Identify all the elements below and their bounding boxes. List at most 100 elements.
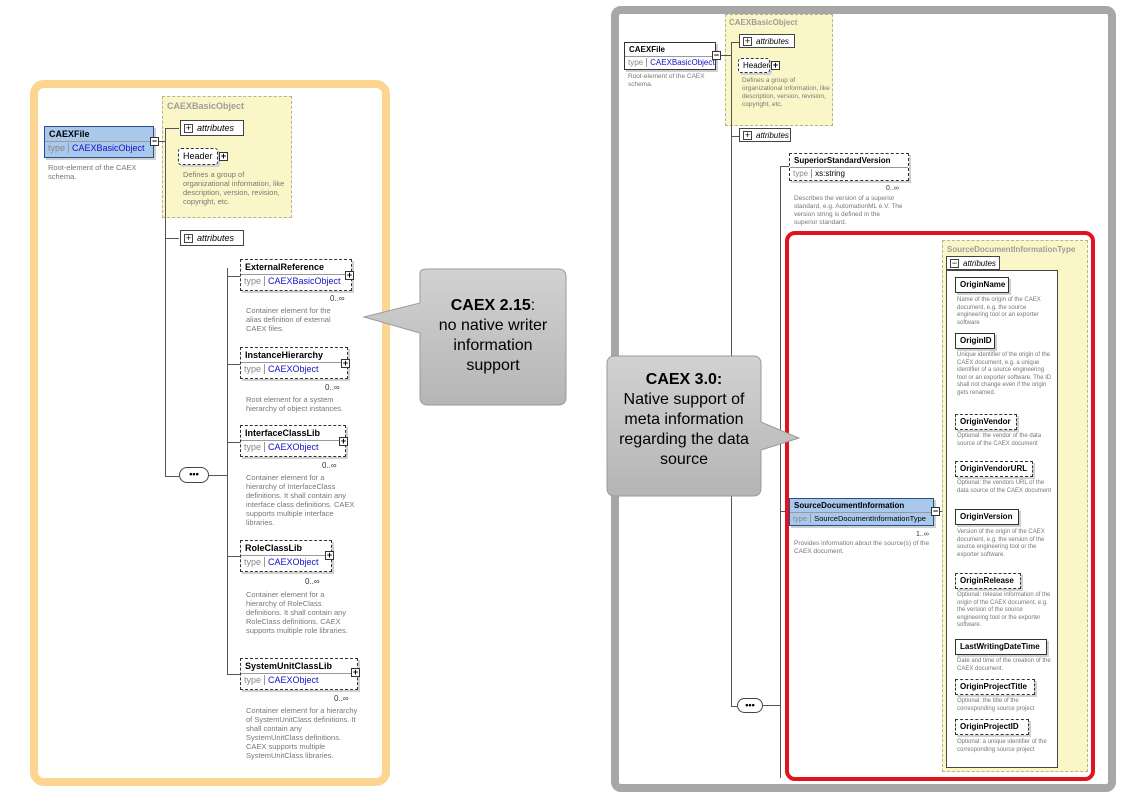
- header-element[interactable]: Header: [178, 148, 218, 165]
- element-description: Describes the version of a superior stan…: [794, 195, 903, 226]
- attributes-label: attributes: [197, 123, 235, 133]
- multiplicity: 0..∞: [322, 461, 337, 470]
- connector-line: [780, 166, 781, 778]
- attr-origin-vendor[interactable]: OriginVendor: [955, 414, 1017, 430]
- connector-line: [159, 141, 165, 142]
- expand-icon: +: [743, 130, 752, 140]
- attributes-label: attributes: [963, 259, 996, 268]
- attr-description: Name of the origin of the CAEX document,…: [957, 297, 1041, 326]
- attributes-box[interactable]: + attributes: [739, 128, 791, 142]
- attr-description: Date and time of the creation of the CAE…: [957, 658, 1051, 672]
- connector-line: [165, 128, 179, 129]
- expand-icon[interactable]: +: [341, 358, 350, 368]
- connector-line: [209, 475, 219, 476]
- multiplicity: 0..∞: [305, 577, 320, 586]
- connector-line: [731, 706, 737, 707]
- element-name: SourceDocumentInformation: [794, 501, 905, 510]
- attr-description: Optional: the vendor of the data source …: [957, 433, 1042, 447]
- connector-line: [227, 276, 240, 277]
- attr-description: Optional: release information of the ori…: [957, 592, 1051, 628]
- collapse-icon[interactable]: −: [931, 506, 940, 516]
- attr-description: Optional: the title of the corresponding…: [957, 698, 1035, 712]
- attr-origin-name[interactable]: OriginName: [955, 277, 1009, 293]
- header-name: Header: [743, 61, 770, 70]
- sequence-compositor[interactable]: •••: [737, 698, 763, 713]
- sequence-compositor[interactable]: •••: [179, 467, 209, 483]
- header-element[interactable]: Header: [738, 58, 770, 73]
- attr-description: Unique identifier of the origin of the C…: [957, 352, 1052, 396]
- expand-icon[interactable]: +: [345, 270, 354, 280]
- expand-icon[interactable]: +: [219, 151, 228, 161]
- attr-origin-project-id[interactable]: OriginProjectID: [955, 719, 1029, 735]
- attr-origin-release[interactable]: OriginRelease: [955, 573, 1021, 589]
- callout-bubble-left: [362, 268, 567, 406]
- element-description: Container element for a hierarchy of Rol…: [246, 590, 348, 635]
- element-name: ExternalReference: [245, 262, 325, 272]
- callout-right-line: source: [659, 451, 709, 468]
- collapse-icon[interactable]: −: [712, 50, 721, 60]
- callout-right-line: Native support of: [623, 391, 745, 408]
- expand-icon[interactable]: +: [339, 436, 348, 446]
- connector-line: [763, 705, 780, 706]
- expand-icon[interactable]: +: [325, 550, 334, 560]
- multiplicity: 1..∞: [916, 531, 929, 538]
- expand-icon: +: [184, 123, 193, 133]
- callout-left-line: information: [453, 337, 533, 354]
- attr-origin-version[interactable]: OriginVersion: [955, 509, 1019, 525]
- connector-line: [721, 55, 731, 56]
- connector-line: [227, 556, 240, 557]
- connector-line: [227, 674, 240, 675]
- element-name: RoleClassLib: [245, 543, 303, 553]
- expand-icon[interactable]: +: [771, 60, 780, 70]
- expand-icon[interactable]: +: [351, 667, 360, 677]
- attributes-box[interactable]: + attributes: [739, 34, 795, 48]
- element-description: Container element for a hierarchy of Int…: [246, 473, 355, 527]
- attributes-box[interactable]: + attributes: [180, 120, 244, 136]
- caex-file-name: CAEXFile: [629, 45, 666, 54]
- multiplicity: 0..∞: [334, 694, 349, 703]
- sdi-type-title: SourceDocumentInformationType: [947, 245, 1076, 254]
- connector-line: [731, 136, 739, 137]
- sdi-attributes-box[interactable]: − attributes: [946, 256, 1000, 270]
- basic-object-title: CAEXBasicObject: [167, 101, 245, 111]
- header-description: Defines a group of organizational inform…: [742, 77, 830, 108]
- caex-file-description: Root-element of the CAEX schema.: [628, 73, 705, 88]
- expand-icon: +: [743, 36, 752, 46]
- element-description: Container element for the alias definiti…: [246, 306, 331, 333]
- element-description: Provides information about the source(s)…: [794, 540, 930, 555]
- caex-file-name: CAEXFile: [49, 129, 90, 139]
- element-name: InterfaceClassLib: [245, 428, 321, 438]
- collapse-icon[interactable]: −: [150, 136, 159, 146]
- attr-origin-project-title[interactable]: OriginProjectTitle: [955, 679, 1035, 695]
- element-name: InstanceHierarchy: [245, 350, 324, 360]
- callout-left-line: no native writer: [438, 317, 548, 334]
- attr-last-writing-date-time[interactable]: LastWritingDateTime: [955, 639, 1047, 655]
- element-description: Container element for a hierarchy of Sys…: [246, 706, 358, 760]
- attr-origin-id[interactable]: OriginID: [955, 333, 995, 349]
- connector-line: [227, 442, 240, 443]
- callout-right-title: CAEX 3.0:: [645, 371, 723, 388]
- attributes-label: attributes: [197, 233, 235, 243]
- attr-origin-vendor-url[interactable]: OriginVendorURL: [955, 461, 1033, 477]
- element-name: SystemUnitClassLib: [245, 661, 333, 671]
- connector-line: [780, 166, 789, 167]
- attributes-box[interactable]: + attributes: [180, 230, 244, 246]
- expand-icon: +: [184, 233, 193, 243]
